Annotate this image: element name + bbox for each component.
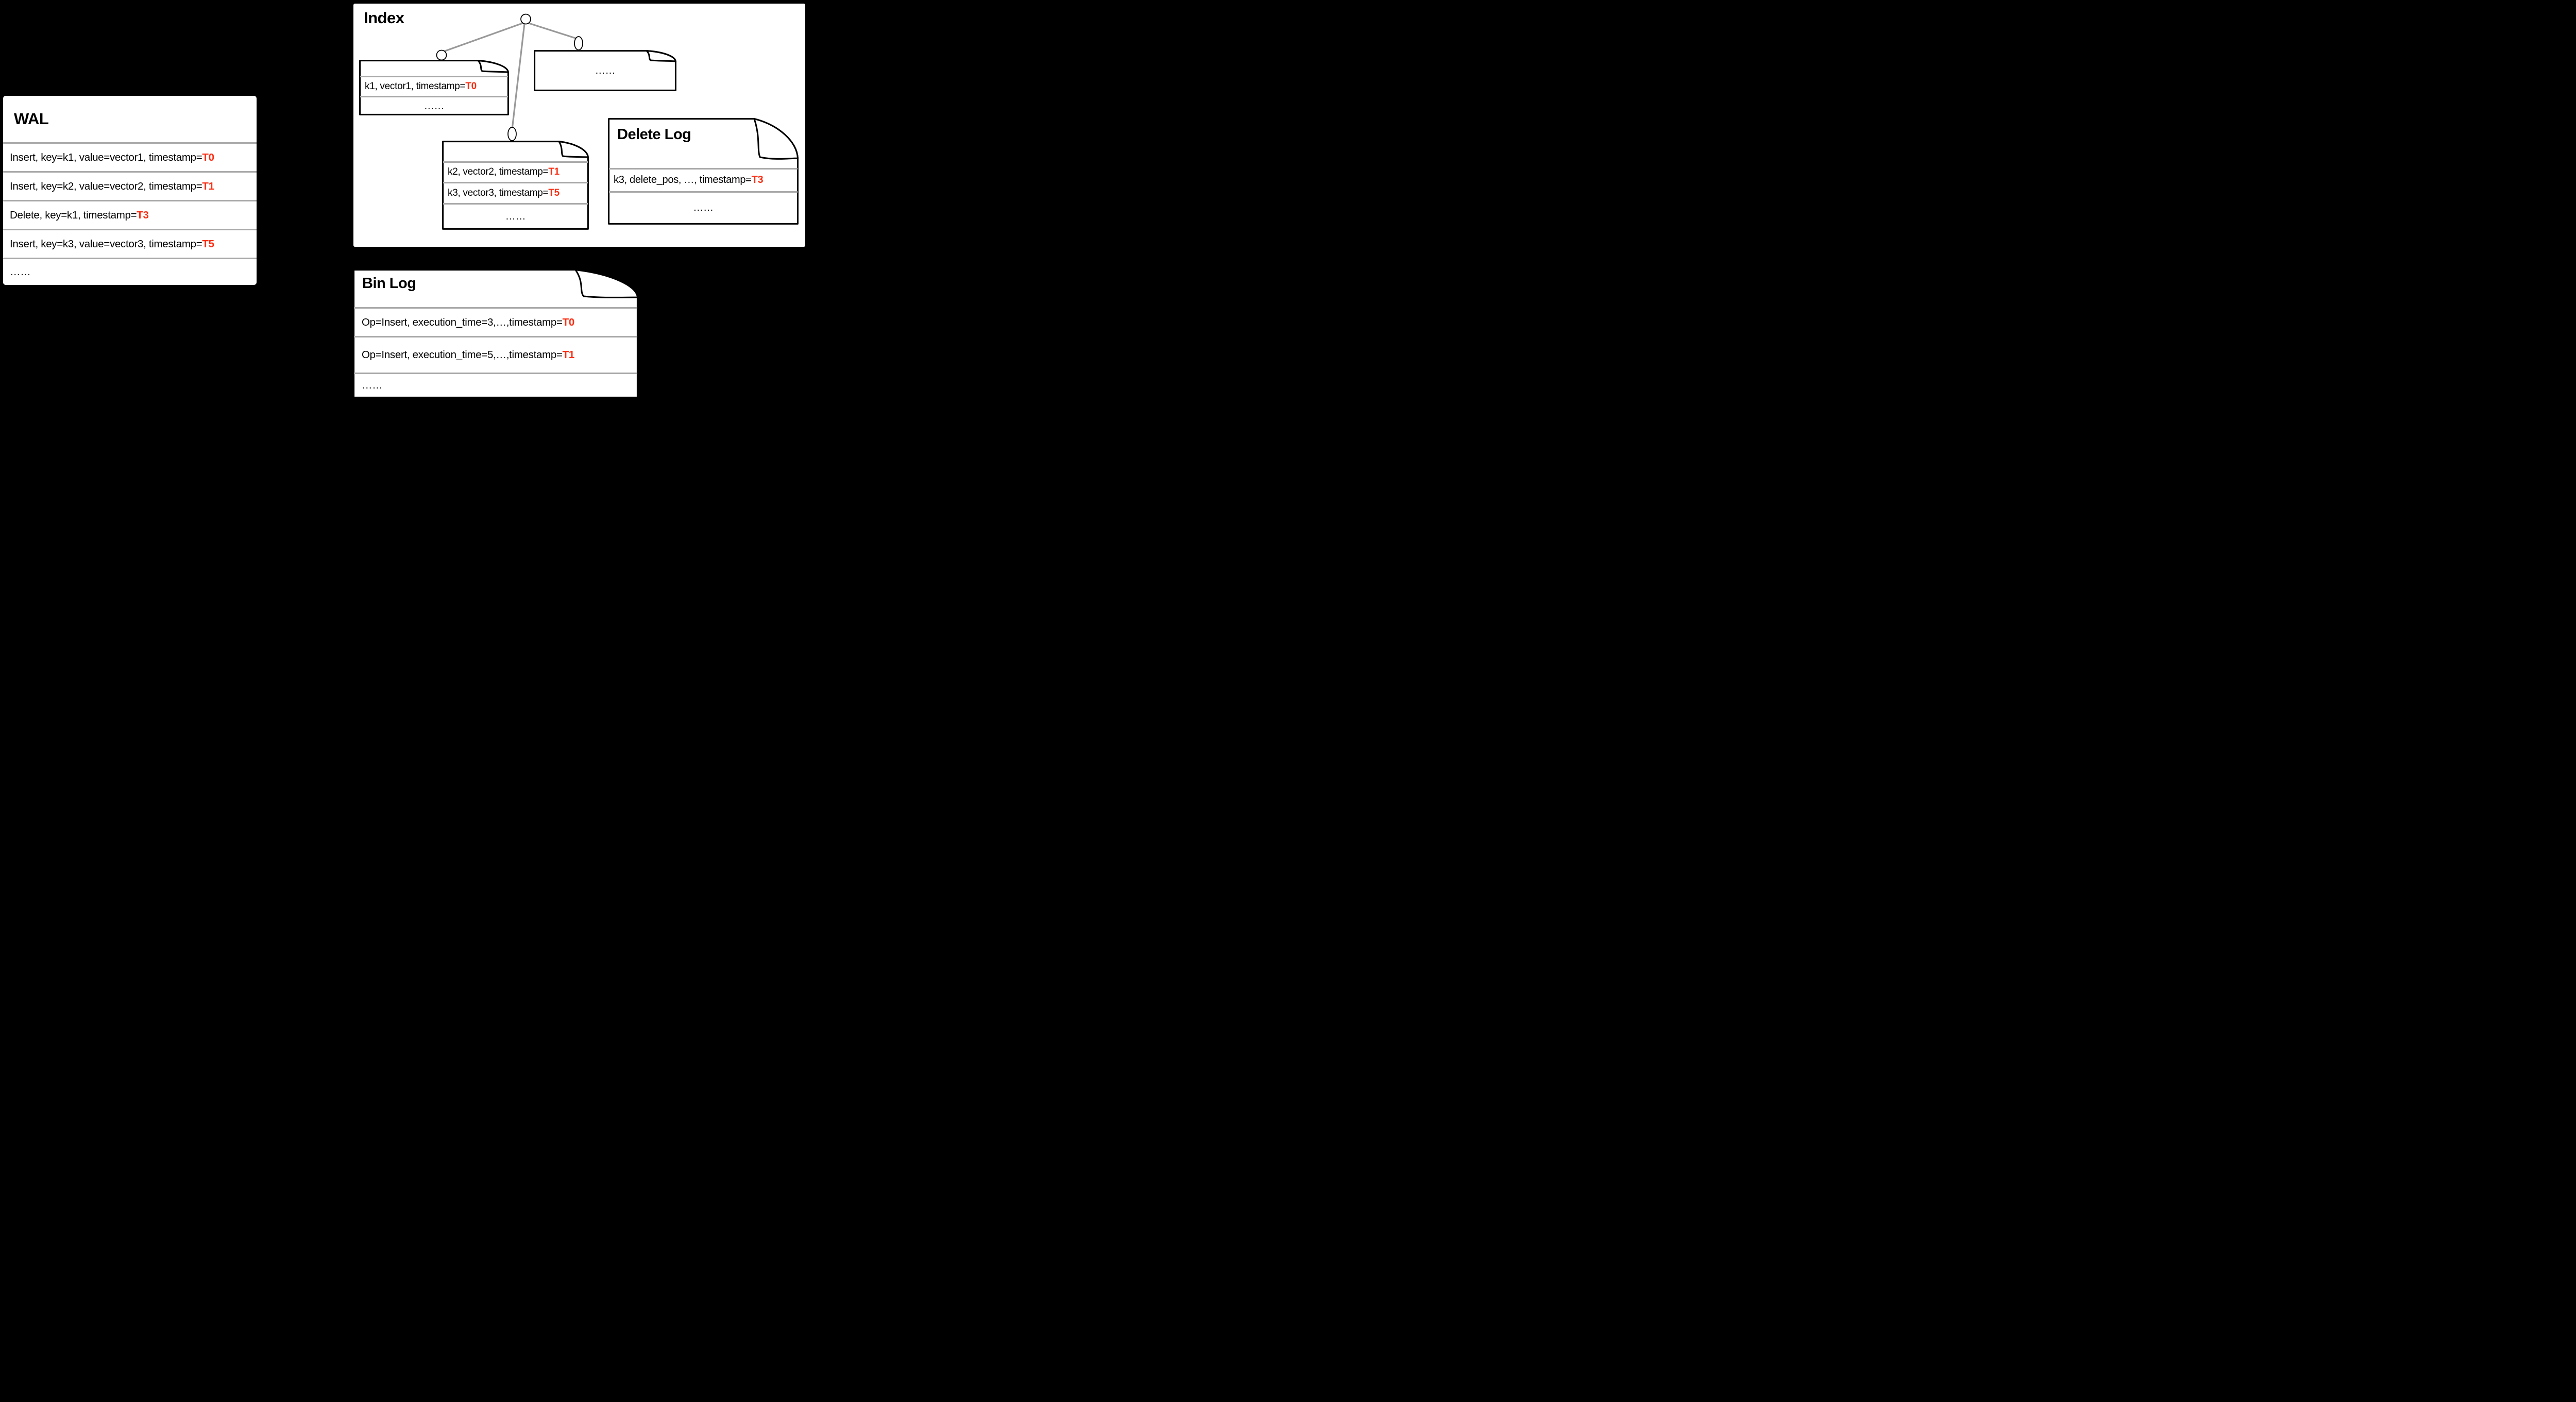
index-title: Index bbox=[364, 9, 404, 27]
bin-log-doc: Bin Log Op=Insert, execution_time=3,…,ti… bbox=[353, 269, 638, 398]
document-shape bbox=[534, 50, 676, 91]
index-segment-other: …… bbox=[534, 50, 676, 91]
document-shape bbox=[359, 60, 509, 115]
bin-log-row: Op=Insert, execution_time=3,…,timestamp=… bbox=[354, 309, 637, 336]
document-shape bbox=[442, 141, 589, 230]
timestamp-value: T0 bbox=[562, 316, 575, 328]
document-shape bbox=[353, 269, 638, 398]
delete-log-row: k3, delete_pos, …, timestamp=T3 bbox=[609, 169, 798, 191]
entry-text: Delete, key=k1, timestamp= bbox=[10, 209, 137, 221]
bin-log-more-row: …… bbox=[362, 379, 383, 391]
index-tree bbox=[436, 13, 583, 141]
timestamp-value: T1 bbox=[562, 349, 575, 361]
wal-box: WAL Insert, key=k1, value=vector1, times… bbox=[3, 96, 257, 285]
wal-entry: Insert, key=k1, value=vector1, timestamp… bbox=[3, 142, 257, 171]
entry-text: Insert, key=k3, value=vector3, timestamp… bbox=[10, 238, 202, 250]
bin-log-row: Op=Insert, execution_time=5,…,timestamp=… bbox=[354, 337, 637, 373]
separator-line bbox=[609, 191, 798, 193]
entry-text: k1, vector1, timestamp= bbox=[365, 80, 466, 92]
segment-more-row: …… bbox=[505, 210, 526, 222]
tree-node-right bbox=[574, 36, 583, 50]
bin-log-title: Bin Log bbox=[362, 275, 416, 292]
timestamp-value: T3 bbox=[137, 209, 149, 221]
entry-text: Insert, key=k1, value=vector1, timestamp… bbox=[10, 151, 202, 163]
timestamp-value: T1 bbox=[202, 180, 214, 192]
tree-node-left bbox=[436, 49, 447, 61]
storage-diagram: WAL Insert, key=k1, value=vector1, times… bbox=[0, 0, 808, 402]
separator-line bbox=[354, 373, 637, 374]
timestamp-value: T0 bbox=[202, 151, 214, 163]
timestamp-value: T3 bbox=[751, 174, 764, 185]
tree-edge-root-right bbox=[527, 22, 578, 40]
separator-line bbox=[443, 203, 588, 205]
separator-line bbox=[443, 182, 588, 183]
tree-node-root bbox=[520, 13, 531, 25]
separator-line bbox=[354, 336, 637, 337]
separator-line bbox=[360, 96, 508, 97]
document-shape bbox=[608, 118, 799, 225]
segment-more-row: …… bbox=[423, 100, 445, 112]
segment-row: k3, vector3, timestamp=T5 bbox=[443, 183, 588, 203]
entry-text: Op=Insert, execution_time=3,…,timestamp= bbox=[362, 316, 563, 328]
entry-text: k3, vector3, timestamp= bbox=[448, 188, 549, 198]
separator-line bbox=[360, 76, 508, 77]
separator-line bbox=[443, 161, 588, 163]
separator-line bbox=[354, 307, 637, 309]
wal-title: WAL bbox=[14, 110, 49, 128]
wal-entry: Delete, key=k1, timestamp=T3 bbox=[3, 200, 257, 229]
segment-row: k2, vector2, timestamp=T1 bbox=[443, 162, 588, 182]
index-segment-k2-k3: k2, vector2, timestamp=T1 k3, vector3, t… bbox=[442, 141, 589, 230]
delete-log-more-row: …… bbox=[693, 202, 714, 213]
segment-more-row: …… bbox=[595, 64, 616, 76]
timestamp-value: T5 bbox=[202, 238, 214, 250]
index-segment-k1: k1, vector1, timestamp=T0 …… bbox=[359, 60, 509, 115]
tree-edge-root-left bbox=[442, 21, 526, 53]
wal-more-row: …… bbox=[3, 258, 257, 285]
entry-text: k2, vector2, timestamp= bbox=[448, 166, 549, 177]
segment-row: k1, vector1, timestamp=T0 bbox=[360, 77, 508, 96]
index-panel: Index k1, vector1, timestamp=T0 …… bbox=[353, 4, 805, 247]
separator-line bbox=[609, 168, 798, 170]
tree-node-middle bbox=[507, 127, 517, 141]
delete-log-title: Delete Log bbox=[617, 126, 691, 143]
timestamp-value: T0 bbox=[465, 80, 477, 92]
entry-text: Op=Insert, execution_time=5,…,timestamp= bbox=[362, 349, 563, 361]
entry-text: k3, delete_pos, …, timestamp= bbox=[614, 174, 752, 185]
timestamp-value: T5 bbox=[548, 188, 560, 198]
wal-entry: Insert, key=k3, value=vector3, timestamp… bbox=[3, 229, 257, 258]
delete-log-doc: Delete Log k3, delete_pos, …, timestamp=… bbox=[608, 118, 799, 225]
timestamp-value: T1 bbox=[548, 166, 560, 177]
tree-edge-root-middle bbox=[511, 23, 526, 130]
entry-text: Insert, key=k2, value=vector2, timestamp… bbox=[10, 180, 202, 192]
wal-entry: Insert, key=k2, value=vector2, timestamp… bbox=[3, 171, 257, 200]
